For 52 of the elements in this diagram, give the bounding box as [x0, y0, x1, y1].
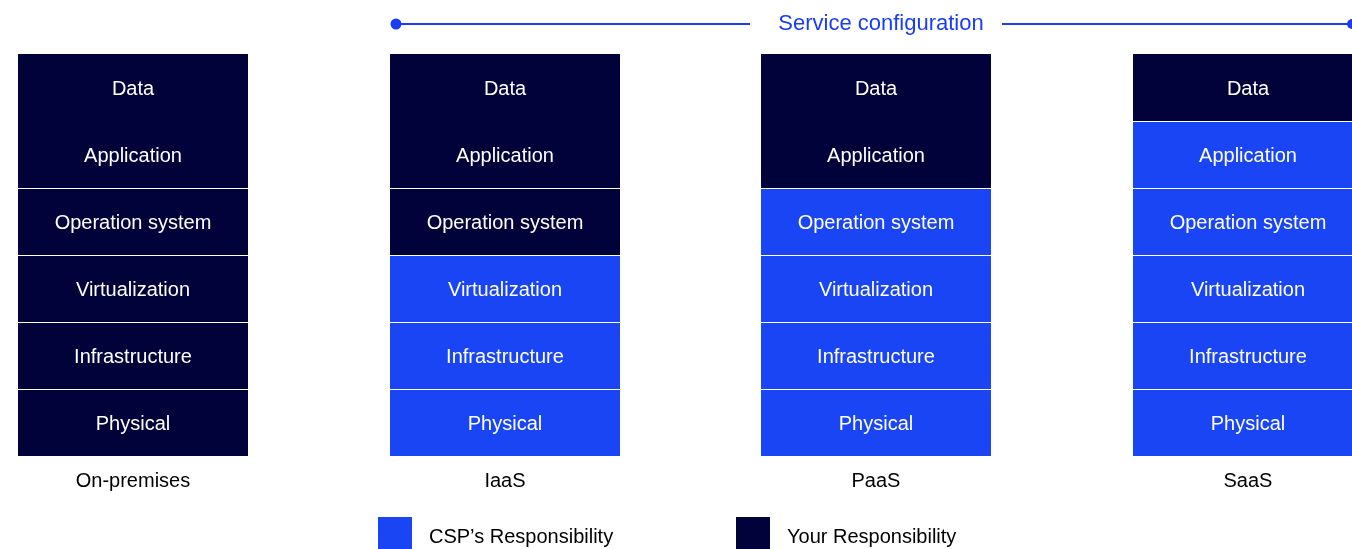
layer-label: Physical: [837, 411, 915, 435]
column-label: SaaS: [1222, 468, 1274, 492]
layer-label: Physical: [94, 411, 172, 435]
stack-layer: [1133, 189, 1352, 255]
stack-layer: [761, 256, 991, 322]
layer-label: Application: [1198, 143, 1298, 167]
legend-label: CSP’s Responsibility: [429, 524, 614, 548]
layer-label: Virtualization: [74, 277, 192, 301]
stack-layer: [18, 189, 248, 255]
stack-layer: [761, 54, 991, 188]
column-label: PaaS: [850, 468, 902, 492]
layer-label: Physical: [1209, 411, 1287, 435]
span-label: Service configuration: [777, 11, 985, 35]
stack-layer: [390, 54, 620, 188]
stack-layer: [761, 390, 991, 456]
layer-label: Application: [83, 142, 183, 167]
layer-label: Operation system: [53, 210, 213, 234]
layer-label: Operation system: [1168, 210, 1328, 234]
layer-label: Application: [826, 142, 926, 167]
layer-label: Infrastructure: [1188, 344, 1308, 368]
stack-layer: [761, 189, 991, 255]
stack-layer: [390, 323, 620, 389]
stack-layer: [1133, 323, 1352, 389]
column-label: IaaS: [483, 468, 527, 492]
stack-layer: [390, 256, 620, 322]
layer-label: Application: [455, 142, 555, 167]
layer-label: Virtualization: [817, 277, 935, 301]
column-label: On-premises: [74, 468, 192, 492]
stack-layer: [18, 323, 248, 389]
layer-label: Infrastructure: [73, 344, 193, 368]
stack-layer: [18, 54, 248, 188]
stack-layer: [18, 390, 248, 456]
layer-label: Infrastructure: [445, 344, 565, 368]
layer-label: Infrastructure: [816, 344, 936, 368]
stack-layer: [1133, 256, 1352, 322]
stack-layer: [1133, 122, 1352, 188]
layer-label: Data: [482, 75, 528, 100]
stack-layer: [1133, 390, 1352, 456]
layer-label: Virtualization: [446, 277, 564, 301]
layer-label: Operation system: [796, 210, 956, 234]
stack-layer: [390, 390, 620, 456]
layer-label: Operation system: [425, 210, 585, 234]
layer-label: Data: [853, 75, 899, 100]
layer-label: Physical: [466, 411, 544, 435]
layer-label: Data: [110, 75, 156, 100]
stack-layer: [761, 323, 991, 389]
stack-layer: [390, 189, 620, 255]
legend-label: Your Responsibility: [787, 524, 957, 548]
layer-label: Virtualization: [1189, 277, 1307, 301]
stack-layer: [18, 256, 248, 322]
stack-layer: [1133, 54, 1352, 121]
layer-label: Data: [1225, 75, 1271, 100]
